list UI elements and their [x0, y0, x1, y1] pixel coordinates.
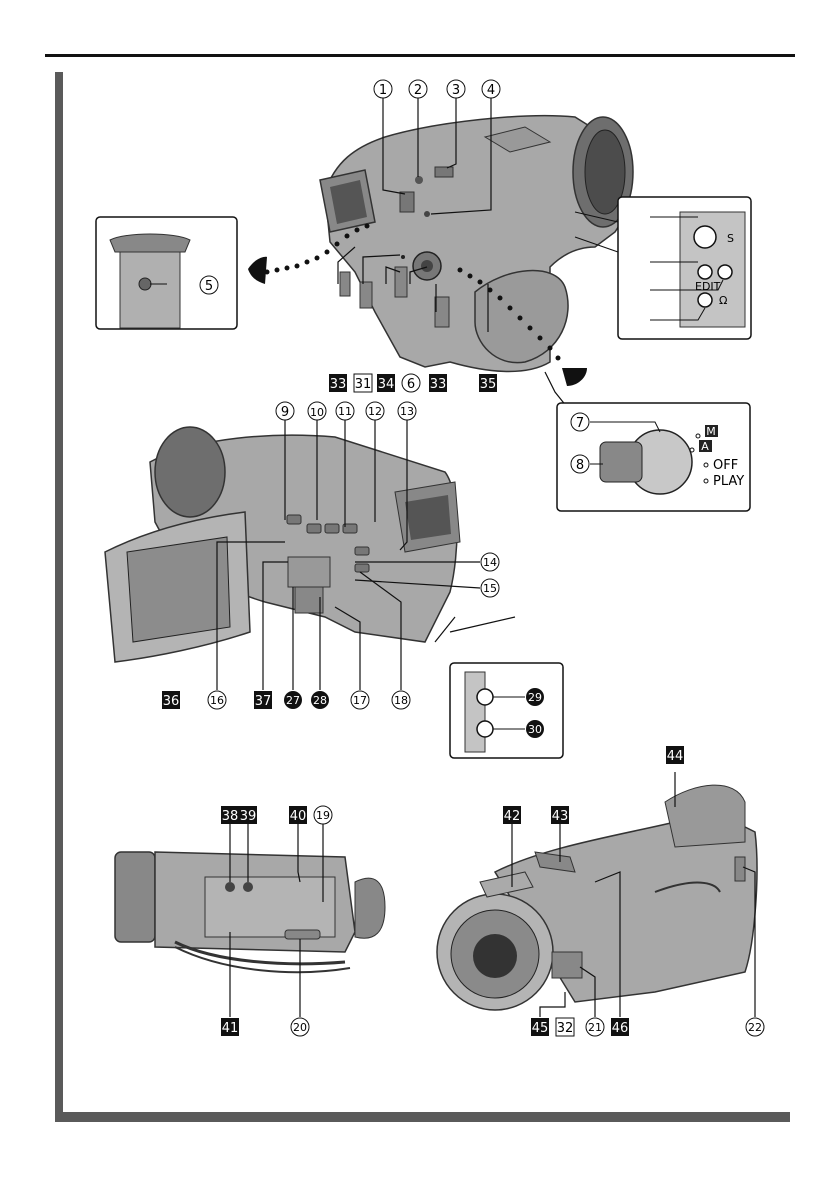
- inset-jacks: S EDIT Ω: [575, 197, 751, 339]
- label-46: 46: [612, 1021, 629, 1036]
- figure-frame: S EDIT Ω 1 2 3 4 5 6 33 31 34 33 35 7 8: [55, 72, 790, 1122]
- label-14: 14: [483, 556, 497, 569]
- label-19: 19: [316, 809, 330, 822]
- label-38: 38: [222, 809, 239, 824]
- edit-mark: EDIT: [695, 280, 721, 293]
- inset-dv-usb: 29 30: [450, 663, 563, 758]
- label-27: 27: [286, 694, 300, 707]
- inset-eyepiece: [96, 217, 237, 329]
- label-20: 20: [293, 1021, 307, 1034]
- label-1: 1: [379, 83, 387, 98]
- label-13: 13: [400, 405, 414, 418]
- label-30: 30: [528, 723, 542, 736]
- label-43: 43: [552, 809, 569, 824]
- label-4: 4: [487, 83, 495, 98]
- label-32: 32: [557, 1021, 574, 1036]
- label-33-right: 33: [430, 377, 447, 392]
- label-7: 7: [576, 416, 584, 431]
- headphone-mark: Ω: [719, 294, 727, 307]
- label-6: 6: [407, 377, 415, 392]
- label-16: 16: [210, 694, 224, 707]
- label-31: 31: [355, 377, 372, 392]
- label-9: 9: [281, 405, 289, 420]
- label-42: 42: [504, 809, 521, 824]
- label-18: 18: [394, 694, 408, 707]
- mode-play-label: PLAY: [713, 474, 744, 489]
- label-45: 45: [532, 1021, 549, 1036]
- label-44: 44: [667, 749, 684, 764]
- label-8: 8: [576, 458, 584, 473]
- mode-off-label: OFF: [713, 458, 738, 473]
- camera-bottom-view: [115, 852, 385, 972]
- label-17: 17: [353, 694, 367, 707]
- label-37: 37: [255, 694, 272, 709]
- label-28: 28: [313, 694, 327, 707]
- label-36: 36: [163, 694, 180, 709]
- label-41: 41: [222, 1021, 239, 1036]
- label-34: 34: [378, 377, 395, 392]
- mode-m-label: M: [706, 425, 716, 438]
- label-22: 22: [748, 1021, 762, 1034]
- label-2: 2: [414, 83, 422, 98]
- power-switch-inset: 7 8 M A OFF PLAY: [557, 403, 750, 511]
- svideo-mark: S: [727, 232, 734, 245]
- label-35: 35: [480, 377, 497, 392]
- label-29: 29: [528, 691, 542, 704]
- label-5: 5: [205, 279, 213, 294]
- label-15: 15: [483, 582, 497, 595]
- label-40: 40: [290, 809, 307, 824]
- label-39: 39: [240, 809, 257, 824]
- label-12: 12: [368, 405, 382, 418]
- camera-left-view: [320, 116, 633, 372]
- camera-front-view: [437, 785, 757, 1010]
- camcorder-parts-figure: S EDIT Ω 1 2 3 4 5 6 33 31 34 33 35 7 8: [55, 72, 790, 1122]
- label-33-left: 33: [330, 377, 347, 392]
- label-21: 21: [588, 1021, 602, 1034]
- mode-a-label: A: [701, 440, 709, 453]
- top-rule: [45, 54, 795, 57]
- label-11: 11: [338, 405, 352, 418]
- label-10: 10: [310, 406, 324, 419]
- label-3: 3: [452, 83, 460, 98]
